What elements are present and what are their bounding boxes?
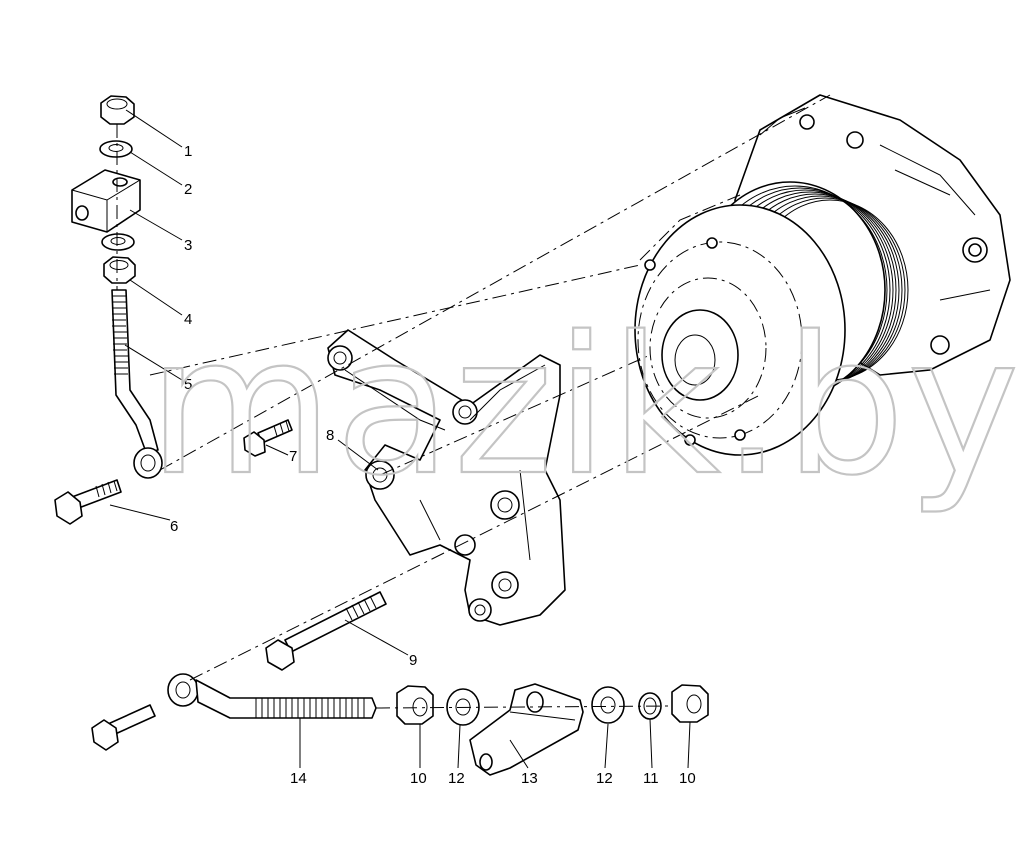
callout-1: 1	[184, 143, 192, 160]
callout-7: 7	[289, 448, 297, 465]
bolt-9	[265, 591, 387, 671]
threaded-rod-upper	[111, 289, 163, 479]
callout-12-left: 12	[448, 770, 465, 787]
callout-14: 14	[290, 770, 307, 787]
callout-2: 2	[184, 181, 192, 198]
callout-13: 13	[521, 770, 538, 787]
callout-4: 4	[184, 311, 192, 328]
callout-10-right: 10	[679, 770, 696, 787]
callout-11: 11	[643, 770, 659, 787]
upper-fastener-stack	[71, 95, 141, 284]
leader-lines	[109, 109, 691, 769]
callout-12-right: 12	[596, 770, 613, 787]
callout-3: 3	[184, 237, 192, 254]
bolt-6	[54, 479, 122, 525]
callout-6: 6	[170, 518, 178, 535]
watermark: mazik.by	[148, 296, 1022, 517]
callout-9: 9	[409, 652, 417, 669]
pulley-pump-assembly	[634, 94, 1011, 456]
callout-5: 5	[184, 376, 192, 393]
callout-labels: 1 2 3 4 5 6 7 8 9 14 10 12 13 12 11 10	[170, 143, 696, 787]
assembly-axis-lines	[116, 94, 831, 709]
callout-10-left: 10	[410, 770, 427, 787]
bottom-fastener-row	[91, 673, 709, 776]
callout-8: 8	[326, 427, 334, 444]
bolt-7	[243, 419, 293, 457]
